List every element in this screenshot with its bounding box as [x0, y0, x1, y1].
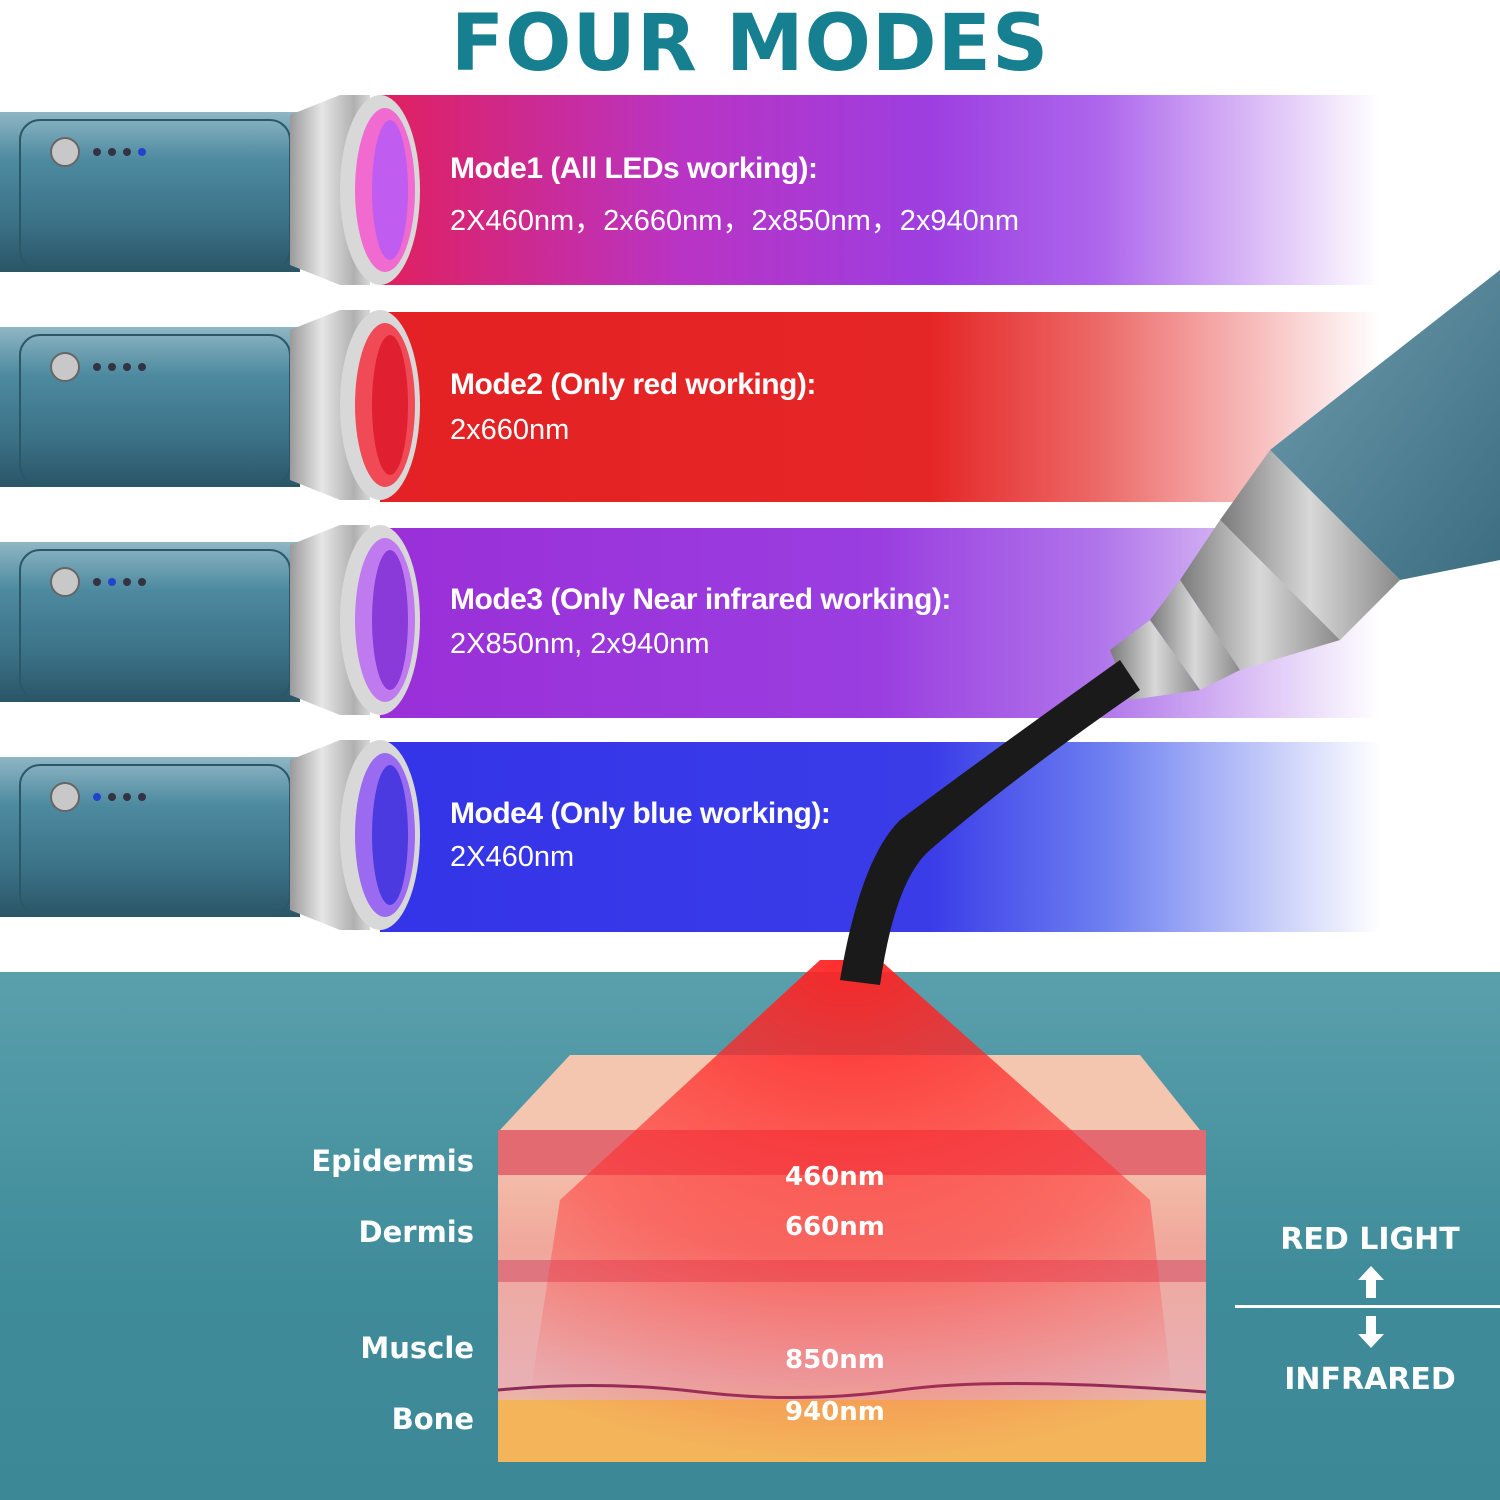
- mode3-spec: 2X850nm, 2x940nm: [450, 628, 710, 660]
- arrow-up-icon: [1358, 1266, 1384, 1298]
- layer-label-muscle: Muscle: [360, 1331, 474, 1365]
- mode2-band: [380, 312, 1380, 502]
- pen-device-icon: [0, 310, 420, 500]
- arrow-down-icon: [1358, 1316, 1384, 1348]
- page-title: FOUR MODES: [450, 0, 1050, 89]
- legend-red-light: RED LIGHT: [1280, 1222, 1460, 1257]
- wavelength-850: 850nm: [785, 1345, 885, 1375]
- wavelength-940: 940nm: [785, 1397, 885, 1427]
- pen-device-icon: [0, 95, 420, 285]
- legend-infrared: INFRARED: [1284, 1362, 1456, 1397]
- layer-label-dermis: Dermis: [358, 1215, 474, 1249]
- mode1-spec: 2X460nm，2x660nm，2x850nm，2x940nm: [450, 205, 1020, 237]
- wavelength-660: 660nm: [785, 1212, 885, 1242]
- pen-device-icon: [0, 740, 420, 930]
- mode4-title: Mode4 (Only blue working):: [450, 797, 831, 830]
- mode1-title: Mode1 (All LEDs working):: [450, 152, 818, 185]
- pen-device-icon: [0, 525, 420, 715]
- skin-cross-section-illustration: [497, 270, 1500, 1462]
- layer-label-bone: Bone: [391, 1402, 474, 1436]
- mode4-spec: 2X460nm: [450, 841, 575, 873]
- mode2-spec: 2x660nm: [450, 414, 570, 446]
- mode3-title: Mode3 (Only Near infrared working):: [450, 583, 951, 616]
- mode2-title: Mode2 (Only red working):: [450, 368, 816, 401]
- legend-divider: [1235, 1305, 1500, 1308]
- wavelength-460: 460nm: [785, 1162, 885, 1192]
- layer-label-epidermis: Epidermis: [311, 1144, 474, 1178]
- mode1-band: [380, 95, 1380, 285]
